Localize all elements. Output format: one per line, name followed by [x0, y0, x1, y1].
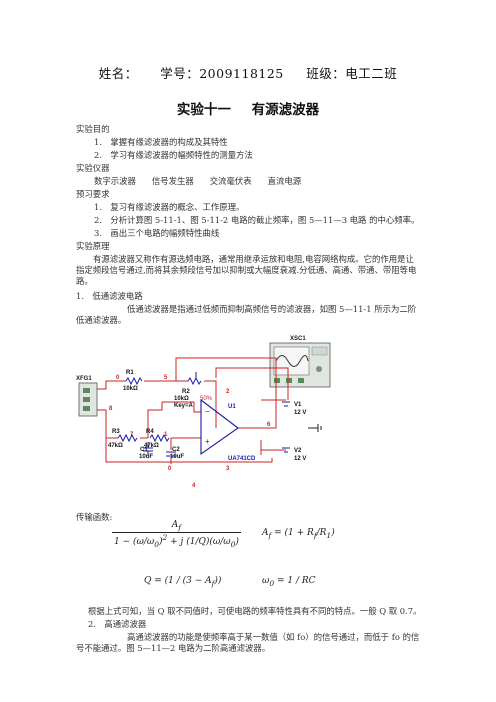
r2-value: 10kΩ [174, 396, 189, 402]
transfer-explanation: 根据上式可知，当 Q 取不同值时，可使电路的频率特性具有不同的特点。一般 Q 取… [88, 606, 422, 616]
q-factor-formula: Q = (1 / (3 − Af)) [144, 576, 222, 588]
v2-label: V2 [294, 448, 302, 454]
u1-label: U1 [228, 404, 236, 410]
v2-value: 12 V [294, 456, 306, 462]
r1-value: 10kΩ [123, 386, 138, 392]
node-4: 4 [192, 483, 196, 489]
highpass-heading: 2. 高通滤波器 [88, 619, 147, 629]
c1-label: C1 [140, 447, 148, 453]
lowpass-circuit-diagram: XSC1 XFG1 [76, 336, 331, 489]
c1-value: 10uF [139, 454, 153, 460]
highpass-text: 高通滤波器的功能是使频率高于某一数值（如 fo）的信号通过，而低于 fo 的信号… [76, 632, 420, 653]
capacitor-c1: C1 10uF [139, 442, 153, 460]
r2-key: Key=A [174, 403, 194, 409]
lowpass-heading: 1. 低通滤波电路 [76, 291, 143, 301]
r4-label: R4 [146, 429, 154, 435]
resistor-r3: R3 47kΩ [108, 429, 138, 449]
experiment-topic: 有源滤波器 [251, 102, 320, 118]
r4-value: 47kΩ [144, 443, 159, 449]
node-8: 8 [109, 406, 113, 412]
preview-item-1: 1. 复习有缘滤波器的概念、工作原理。 [94, 202, 245, 212]
node-3: 3 [226, 466, 230, 472]
transfer-function-formula: Af 1 − (ω/ω0)2 + j (1/Q)(ω/ω0) [112, 520, 241, 549]
purpose-heading: 实验目的 [76, 124, 110, 134]
v1-value: 12 V [294, 410, 306, 416]
capacitor-c2: C2 10uF [166, 447, 184, 460]
xfg1-label: XFG1 [76, 376, 92, 382]
purpose-item-2: 2. 学习有缘滤波器的幅频特性的测量方法 [94, 150, 253, 160]
cutoff-formula: ω0 = 1 / RC [262, 576, 316, 588]
preview-item-2: 2. 分析计算图 5-11-1、图 5-11-2 电路的截止频率，图 5—11—… [94, 215, 420, 225]
r1-label: R1 [126, 370, 134, 376]
c2-value: 10uF [170, 454, 184, 460]
instrument-generator: 信号发生器 [151, 176, 194, 186]
instrument-voltmeter: 交流毫伏表 [209, 176, 252, 186]
oscilloscope-xsc1: XSC1 [269, 336, 331, 388]
node-2: 2 [226, 389, 230, 395]
potentiometer-r2: R2 10kΩ Key=A 50% [174, 372, 213, 409]
student-info: 姓名： 学号：2009118125 班级：电工二班 [0, 63, 496, 82]
gain-formula: Af = (1 + Rf/R1) [262, 528, 335, 540]
preview-item-3: 3. 画出三个电路的幅频特性曲线 [94, 228, 220, 238]
svg-text:−: − [205, 407, 210, 416]
experiment-number: 实验十一 [176, 102, 231, 118]
class-label: 班级： [306, 66, 346, 81]
battery-v2: V2 12 V [282, 447, 306, 462]
r3-label: R3 [112, 429, 120, 435]
page-title: 实验十一 有源滤波器 [0, 98, 496, 118]
instruments-heading: 实验仪器 [76, 163, 110, 173]
function-generator-xfg1: XFG1 [76, 376, 98, 417]
id-value: 2009118125 [199, 66, 284, 81]
instrument-oscilloscope: 数字示波器 [94, 176, 136, 186]
v1-label: V1 [294, 402, 302, 408]
preview-heading: 预习要求 [76, 189, 110, 199]
node-6: 6 [267, 422, 271, 428]
c2-label: C2 [172, 447, 180, 453]
resistor-r1: R1 10kΩ [123, 370, 143, 392]
u1-part: UA741CD [228, 456, 256, 462]
instrument-list: 数字示波器 信号发生器 交流毫伏表 直流电源 [94, 176, 301, 187]
battery-v1: V1 12 V [282, 401, 306, 416]
principle-paragraph: 有源滤波器又称作有源选频电路，通常用继承运放和电阻,电容网络构成。它的作用是让指… [76, 254, 417, 286]
lowpass-text: 低通滤波器是指通过低频而抑制高频信号的滤波器，如图 5—11-1 所示为二阶低通… [76, 304, 417, 325]
xsc1-label: XSC1 [290, 336, 306, 342]
opamp-u1: − + U1 UA741CD [200, 398, 256, 462]
transfer-heading: 传输函数: [76, 512, 113, 522]
node-0-top: 0 [116, 375, 120, 381]
svg-text:+: + [205, 437, 210, 446]
principle-heading: 实验原理 [76, 241, 110, 251]
r2-percent: 50% [200, 396, 213, 402]
instrument-dc-supply: 直流电源 [267, 176, 302, 186]
purpose-item-1: 1. 掌握有缘滤波器的构成及其特性 [94, 137, 228, 147]
ground-icon [308, 424, 322, 432]
name-label: 姓名： [98, 66, 138, 81]
resistor-r4: R4 47kΩ [144, 429, 170, 449]
class-value: 电工二班 [345, 66, 398, 81]
node-0-bottom: 0 [168, 466, 172, 472]
circuit-wires [97, 357, 289, 464]
r3-value: 47kΩ [108, 443, 123, 449]
node-5: 5 [164, 375, 168, 381]
id-label: 学号： [160, 66, 200, 81]
node-1: 1 [164, 432, 168, 438]
r2-label: R2 [182, 389, 190, 395]
